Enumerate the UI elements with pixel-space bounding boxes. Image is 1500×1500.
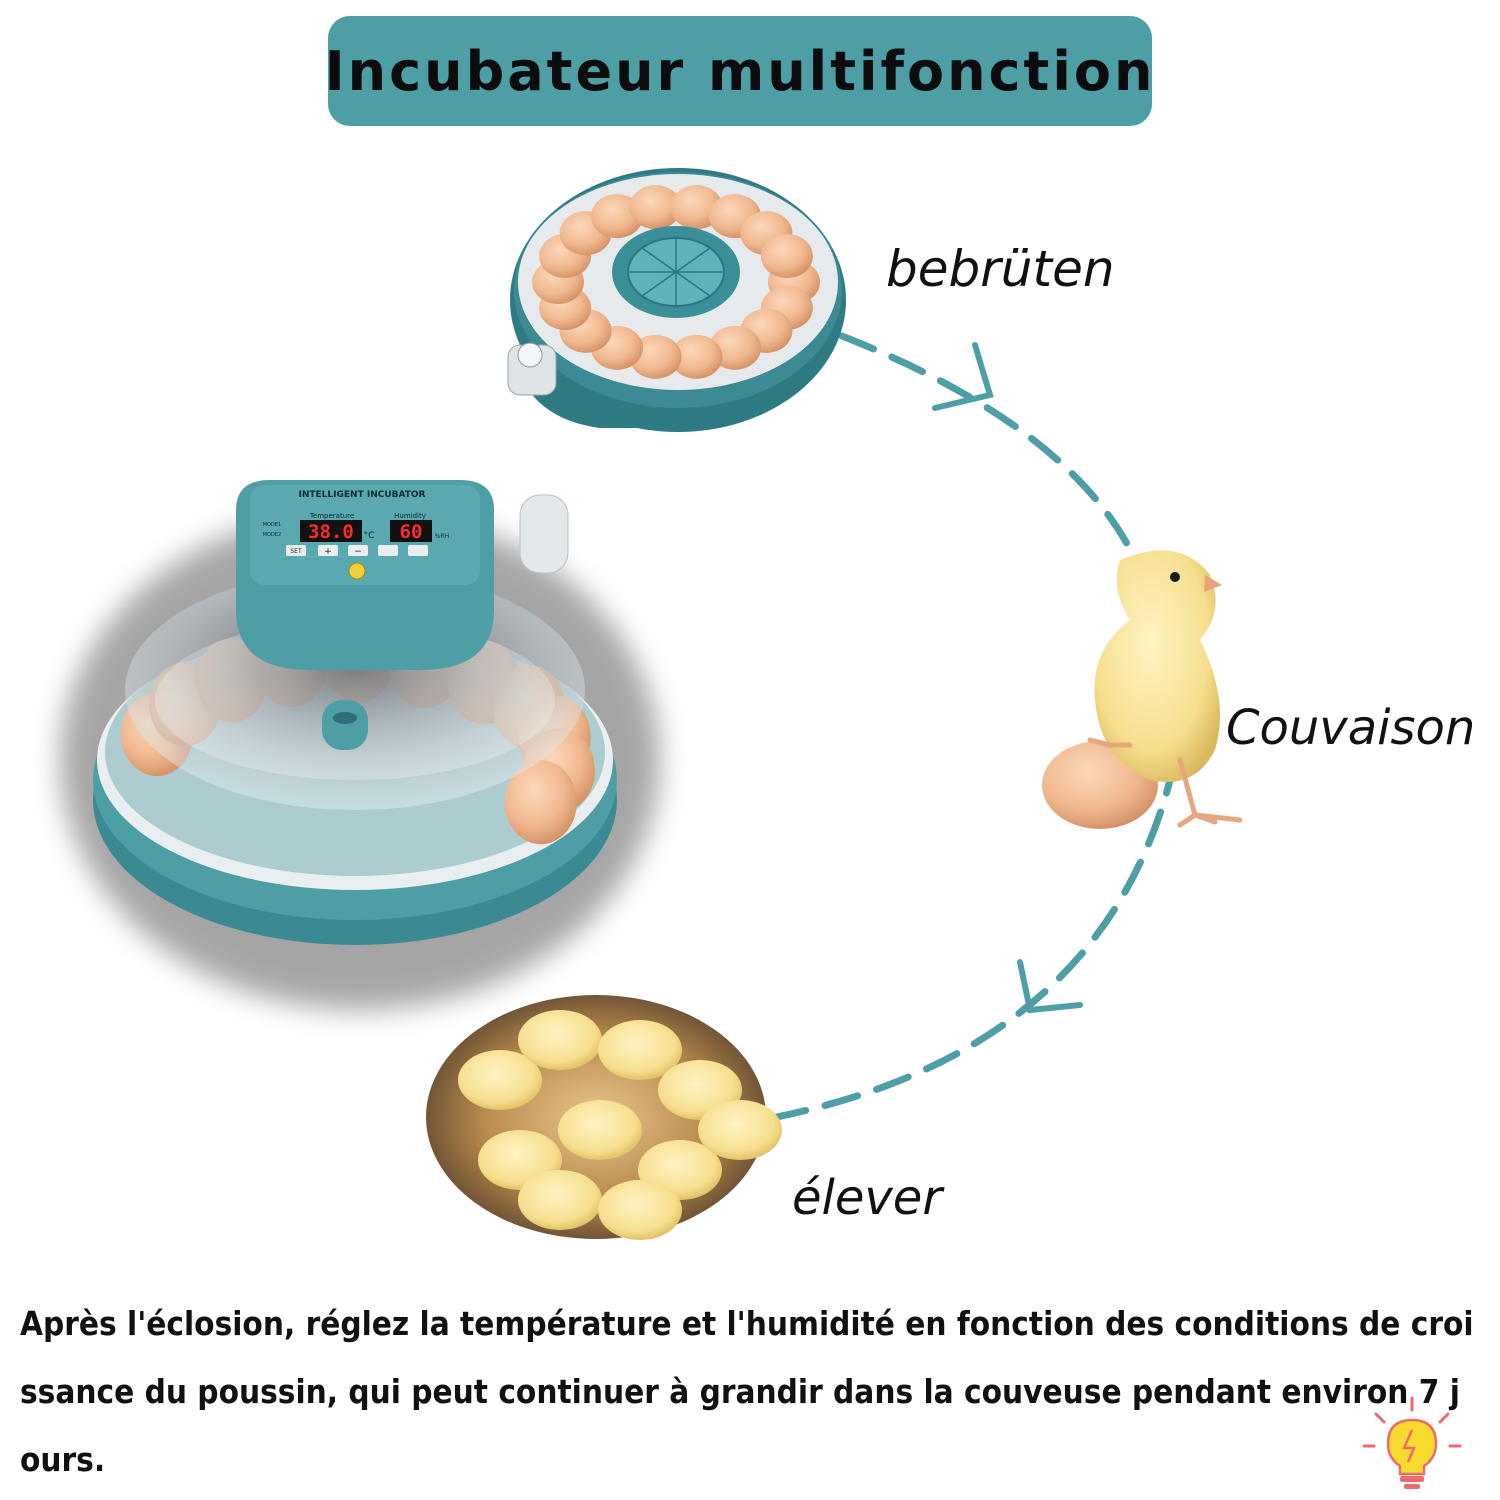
humidity-display	[390, 520, 432, 542]
chick	[598, 1180, 682, 1240]
stage-label-incubate: bebrüten	[886, 240, 1115, 298]
arrow-icon	[932, 342, 1083, 1014]
humidity-unit: %RH	[435, 533, 449, 540]
chick-eye	[1170, 572, 1180, 582]
lightbulb-icon	[1362, 1396, 1462, 1489]
description-text: Après l'éclosion, réglez la température …	[20, 1304, 1474, 1479]
minus-button-label: −	[354, 547, 362, 557]
set-button[interactable]	[286, 545, 306, 556]
plus-button-label: +	[324, 547, 332, 557]
turn-button[interactable]	[408, 545, 428, 556]
panel-mode1-label: MODE1	[263, 522, 281, 528]
fan-button[interactable]	[378, 545, 398, 556]
egg	[504, 760, 577, 845]
chick-beak	[1204, 575, 1222, 592]
stage-label-raise: élever	[792, 1170, 943, 1226]
panel-text: INTELLIGENT INCUBATOR Temperature Humidi…	[263, 490, 449, 580]
title-banner: Incubateur multifonction	[325, 16, 1152, 126]
path-segment-2	[768, 756, 1179, 1122]
temperature-value: 38.0	[308, 521, 354, 543]
page-title: Incubateur multifonction	[324, 39, 1156, 103]
panel-mode2-label: MODE2	[263, 532, 281, 538]
minus-button[interactable]	[348, 545, 368, 556]
path-segment-1	[838, 332, 1144, 574]
egg	[760, 234, 813, 279]
panel-humidity-label: Humidity	[394, 512, 426, 520]
chick	[698, 1100, 782, 1160]
chick	[458, 1050, 542, 1110]
chick	[518, 1010, 602, 1070]
chick	[558, 1100, 642, 1160]
egg-tray-image	[507, 168, 846, 432]
chick	[598, 1020, 682, 1080]
cycle-path	[768, 332, 1179, 1122]
temperature-display	[300, 520, 362, 542]
temperature-unit: °C	[364, 531, 375, 541]
plus-button[interactable]	[318, 545, 338, 556]
egg	[629, 185, 682, 230]
set-button-label: SET	[290, 548, 302, 555]
panel-temperature-label: Temperature	[309, 512, 354, 520]
stage-label-hatching: Couvaison	[1226, 700, 1476, 756]
panel-brand: INTELLIGENT INCUBATOR	[299, 490, 426, 500]
incubator-image	[60, 480, 660, 1010]
chick-image	[1042, 550, 1243, 829]
chick	[518, 1170, 602, 1230]
chicks-group-image	[426, 995, 782, 1240]
power-button[interactable]	[348, 562, 366, 580]
egg	[670, 334, 723, 379]
humidity-value: 60	[400, 521, 423, 543]
